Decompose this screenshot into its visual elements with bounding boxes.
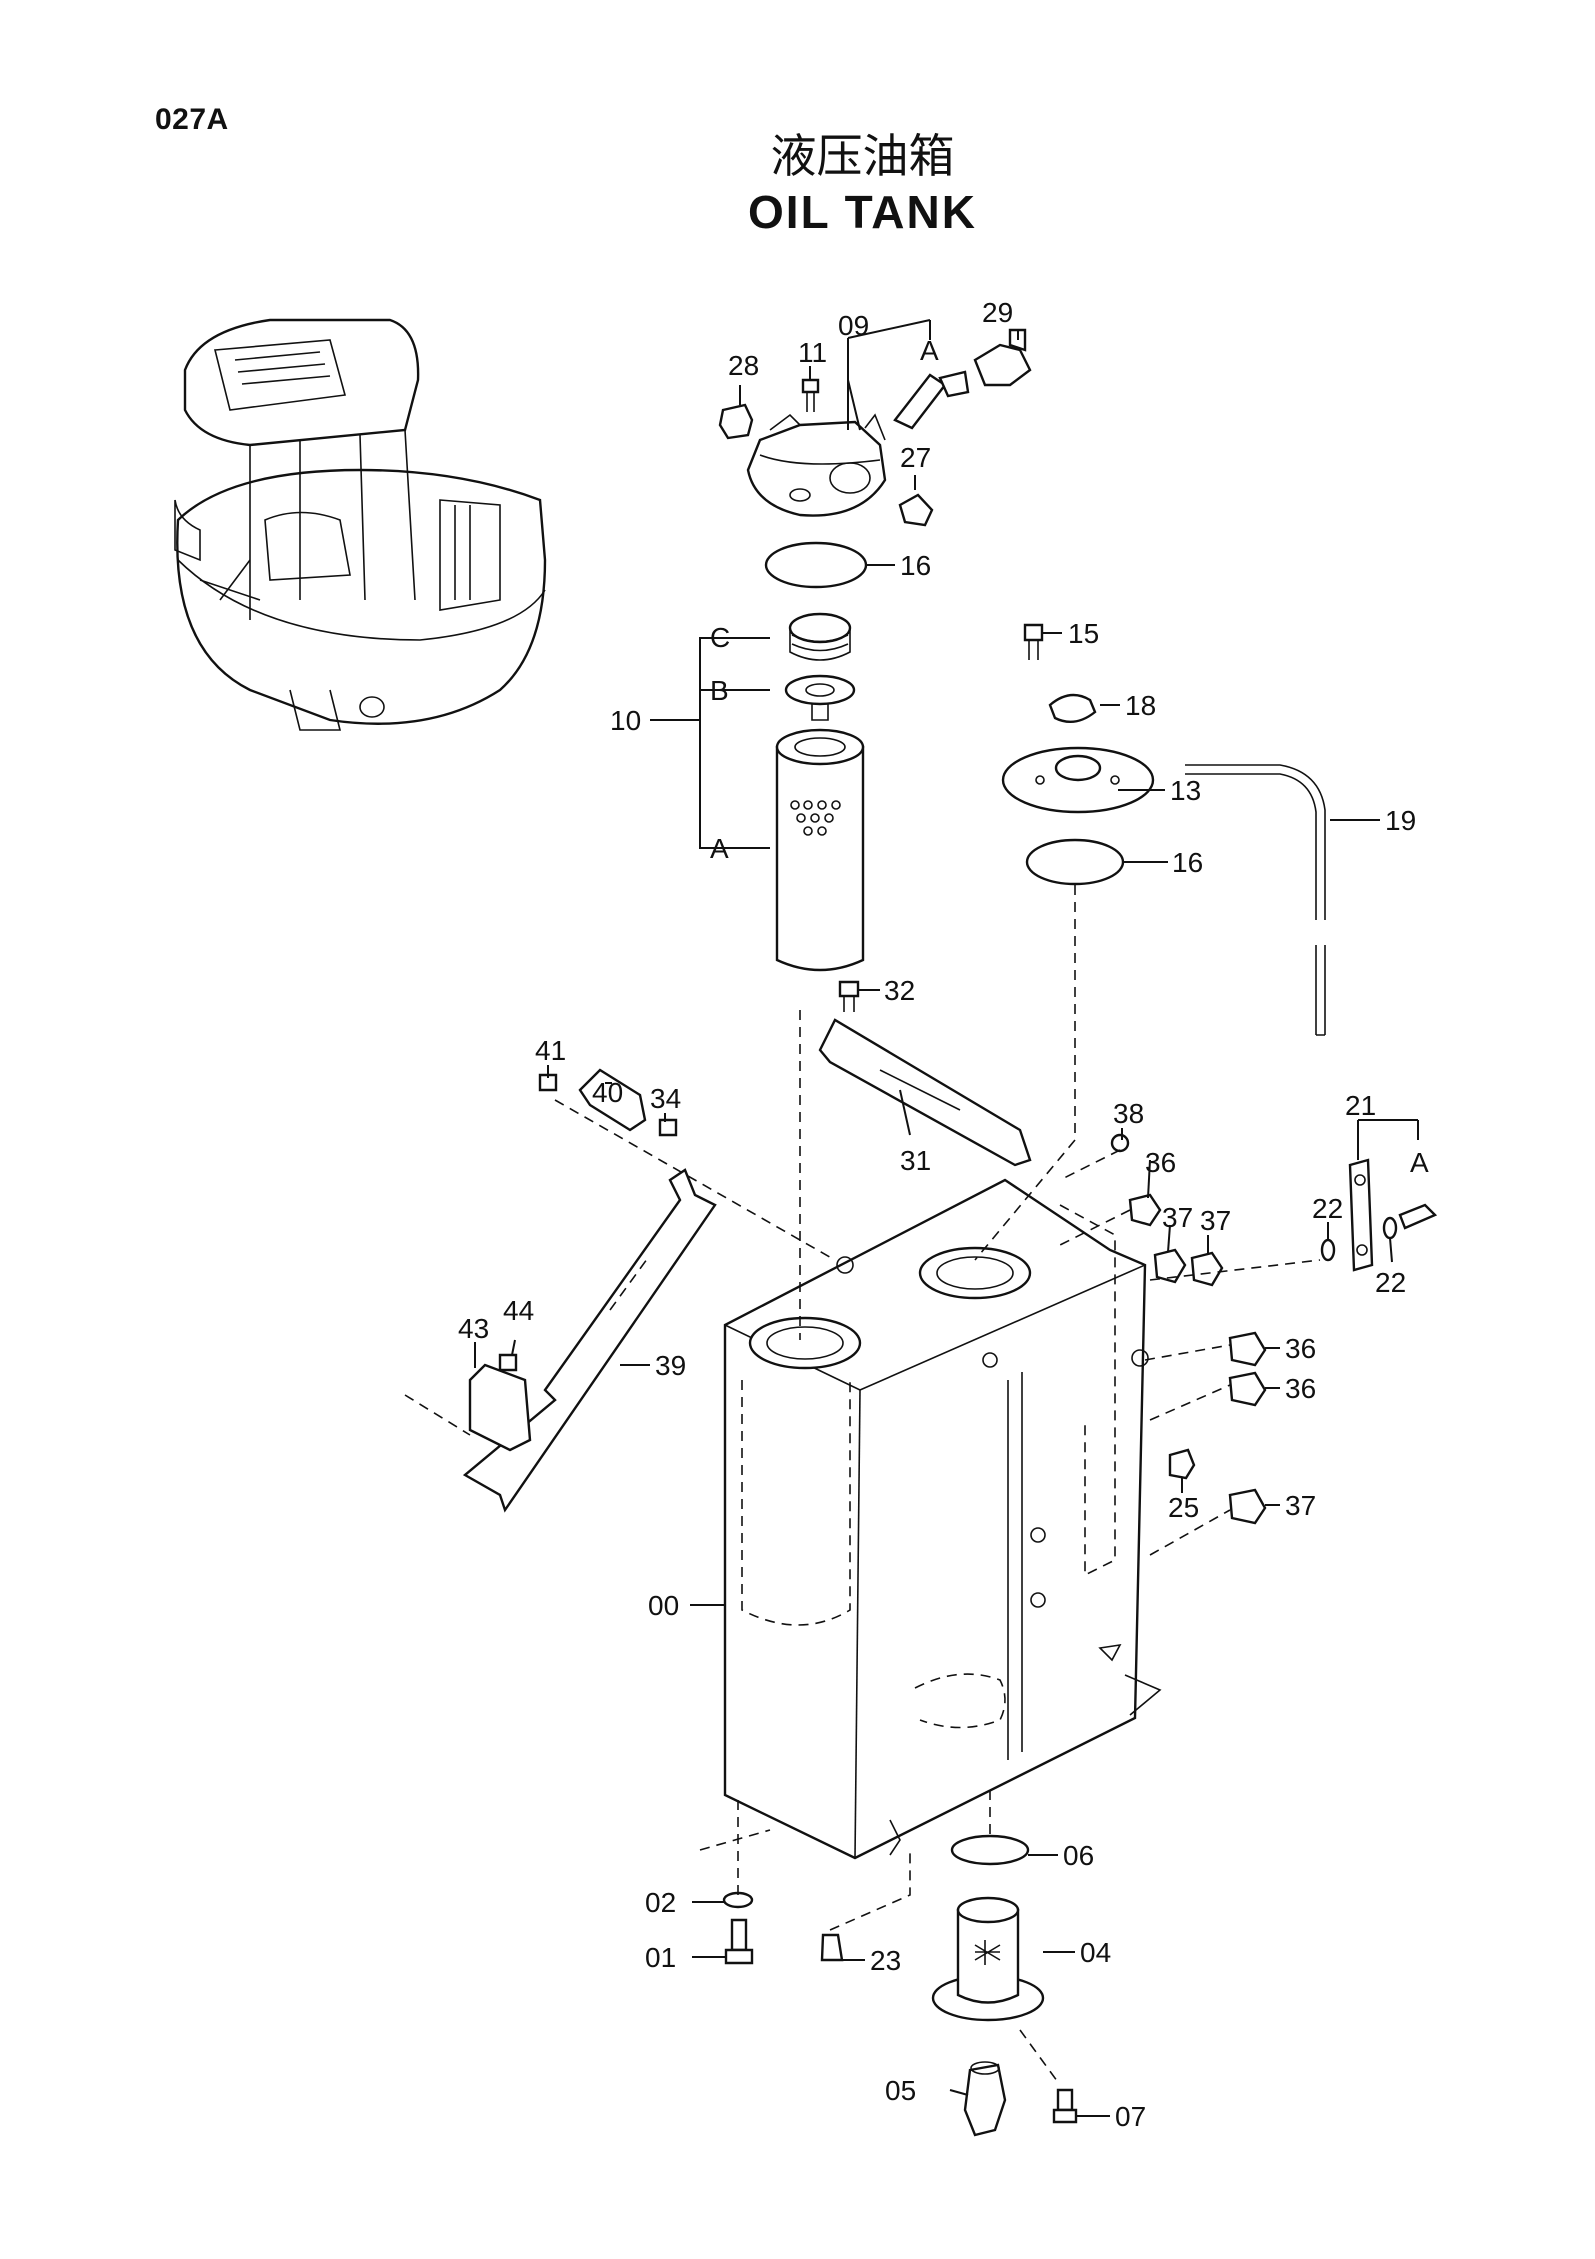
callout-16-lower: 16 <box>1172 847 1203 878</box>
part-02-washer <box>722 1891 754 1909</box>
part-22-washer-left <box>1320 1238 1336 1262</box>
callout-A-element: A <box>710 833 729 864</box>
callout-A-indicator: A <box>920 335 939 366</box>
part-01-bolt <box>724 1918 754 1965</box>
callout-13: 13 <box>1170 775 1201 806</box>
part-09-filter-head <box>746 413 887 517</box>
part-16-o-ring-lower <box>1025 838 1125 886</box>
callout-07: 07 <box>1115 2101 1146 2132</box>
part-36-elbow-b <box>1228 1331 1267 1367</box>
part-37-elbow-c <box>1228 1488 1267 1525</box>
part-A-indicator <box>893 370 970 430</box>
part-39-stay <box>462 1168 717 1513</box>
callout-10: 10 <box>610 705 641 736</box>
callout-18: 18 <box>1125 690 1156 721</box>
callout-22-right: 22 <box>1375 1267 1406 1298</box>
part-36-elbow-c <box>1228 1371 1267 1407</box>
callout-B: B <box>710 675 729 706</box>
callout-36-middle: 36 <box>1285 1333 1316 1364</box>
part-15-bolt <box>1023 623 1044 660</box>
part-34-bolt <box>658 1118 678 1137</box>
part-10-filter-element <box>775 612 865 972</box>
callout-37-lower: 37 <box>1285 1490 1316 1521</box>
title-english: OIL TANK <box>748 186 977 238</box>
page-code: 027A <box>155 103 229 136</box>
callout-02: 02 <box>645 1887 676 1918</box>
part-37-elbow-b <box>1190 1251 1224 1287</box>
part-16-o-ring-upper <box>764 541 868 589</box>
callout-41: 41 <box>535 1035 566 1066</box>
part-07-bolt <box>1052 2088 1078 2124</box>
callout-01: 01 <box>645 1942 676 1973</box>
callout-27: 27 <box>900 442 931 473</box>
part-40-clamp <box>578 1068 647 1132</box>
callout-11: 11 <box>798 337 827 368</box>
part-13-cover <box>1001 746 1155 814</box>
callout-32: 32 <box>884 975 915 1006</box>
part-27-fitting <box>898 493 934 527</box>
callout-44: 44 <box>503 1295 534 1326</box>
callout-00: 00 <box>648 1590 679 1621</box>
part-43-bracket <box>468 1363 532 1452</box>
callout-09: 09 <box>838 310 869 341</box>
callout-38: 38 <box>1113 1098 1144 1129</box>
callout-25: 25 <box>1168 1492 1199 1523</box>
part-38-plug <box>1110 1133 1130 1153</box>
callout-40: 40 <box>592 1077 623 1108</box>
callout-06: 06 <box>1063 1840 1094 1871</box>
callout-23: 23 <box>870 1945 901 1976</box>
callout-36-upper: 36 <box>1145 1147 1176 1178</box>
title-chinese: 液压油箱 <box>770 129 955 183</box>
callout-15: 15 <box>1068 618 1099 649</box>
part-36-elbow-a <box>1128 1193 1162 1227</box>
part-19-pipe <box>1185 764 1326 1036</box>
callout-37-right: 37 <box>1200 1205 1231 1236</box>
part-37-elbow-a <box>1153 1248 1187 1284</box>
callout-16-upper: 16 <box>900 550 931 581</box>
callout-19: 19 <box>1385 805 1416 836</box>
callout-43: 43 <box>458 1313 489 1344</box>
callout-36-lower: 36 <box>1285 1373 1316 1404</box>
part-18-cap <box>1048 693 1097 724</box>
leader-lines <box>474 319 1419 2117</box>
callout-21: 21 <box>1345 1090 1376 1121</box>
callout-C: C <box>710 622 730 653</box>
part-A-bolt <box>1398 1203 1438 1230</box>
part-44-bolt <box>498 1353 518 1372</box>
part-22-washer-right <box>1382 1216 1398 1240</box>
part-23-plug <box>820 1933 844 1962</box>
part-04-strainer <box>931 1896 1045 2022</box>
callout-05: 05 <box>885 2075 916 2106</box>
callout-39: 39 <box>655 1350 686 1381</box>
part-41-bolt <box>538 1073 558 1092</box>
part-31-bracket <box>818 1018 1032 1167</box>
callout-37-left: 37 <box>1162 1202 1193 1233</box>
part-32-bolt <box>838 980 860 1012</box>
part-06-o-ring <box>950 1834 1030 1866</box>
part-00-oil-tank <box>723 1178 1162 1860</box>
callout-A-bolt: A <box>1410 1147 1429 1178</box>
part-21-plate <box>1348 1158 1374 1272</box>
part-11-bolt <box>801 378 820 412</box>
assembly-lines <box>404 885 1321 2086</box>
machine-overview-illustration <box>174 318 547 731</box>
part-28-plug <box>718 403 754 440</box>
callout-28: 28 <box>728 350 759 381</box>
callout-34: 34 <box>650 1083 681 1114</box>
part-29-fitting <box>973 328 1032 387</box>
callout-labels: 28 11 09 29 A 27 16 C B 10 A 15 18 13 19… <box>458 297 1429 2132</box>
callout-31: 31 <box>900 1145 931 1176</box>
callout-04: 04 <box>1080 1937 1111 1968</box>
part-05-elbow <box>963 2061 1007 2137</box>
callout-29: 29 <box>982 297 1013 328</box>
part-25-plug <box>1168 1448 1196 1480</box>
callout-22-left: 22 <box>1312 1193 1343 1224</box>
